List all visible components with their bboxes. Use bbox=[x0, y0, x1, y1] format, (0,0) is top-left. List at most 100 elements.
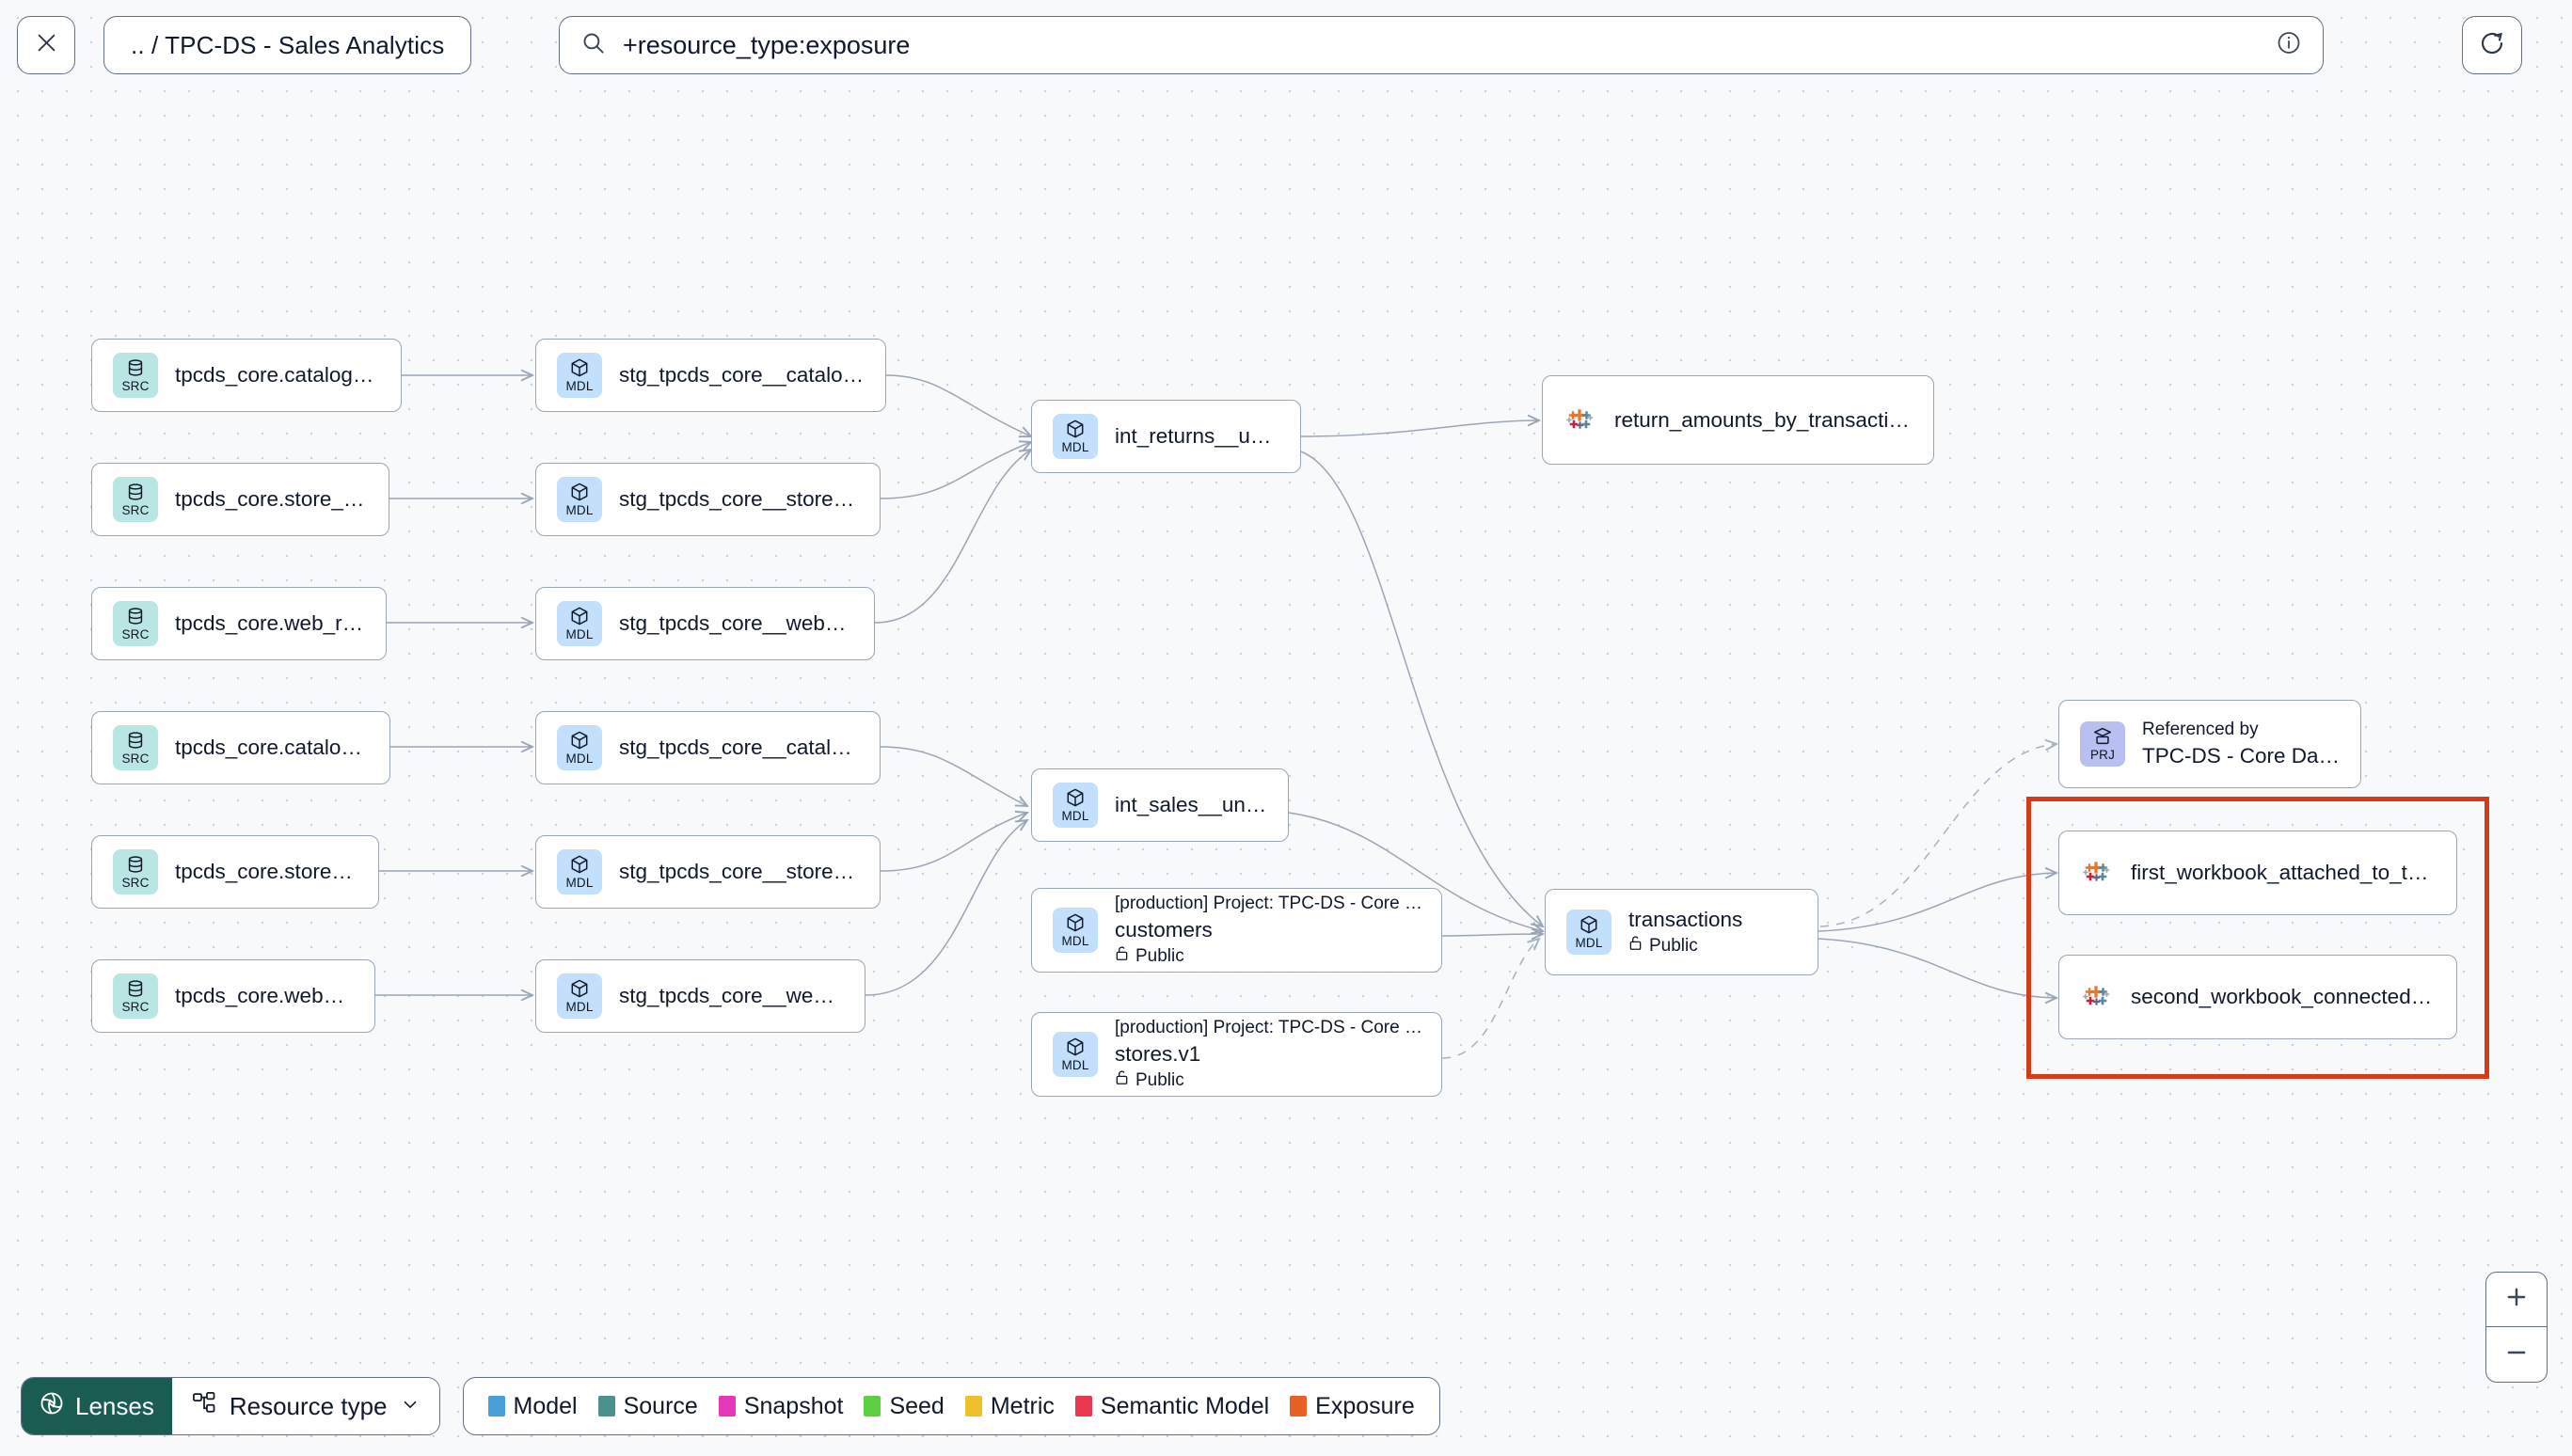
refresh-button[interactable] bbox=[2462, 16, 2522, 74]
node-title: tpcds_core.catalog_returns bbox=[175, 363, 382, 387]
node-stg-catalog-sales[interactable]: MDL stg_tpcds_core__catalog_sales bbox=[535, 711, 881, 784]
node-stg-store-sales[interactable]: MDL stg_tpcds_core__store_sales bbox=[535, 835, 881, 909]
badge-label: MDL bbox=[565, 503, 594, 518]
badge-label: PRJ bbox=[2089, 748, 2116, 763]
node-title: first_workbook_attached_to_tpc-ds_-_… bbox=[2131, 861, 2437, 884]
node-referenced-by-label: Referenced by bbox=[2142, 720, 2259, 739]
breadcrumb[interactable]: .. / TPC-DS - Sales Analytics bbox=[103, 16, 472, 74]
badge-label: MDL bbox=[1061, 809, 1089, 824]
legend-label: Seed bbox=[889, 1392, 945, 1419]
search-input[interactable]: +resource_type:exposure bbox=[623, 30, 911, 59]
resource-type-dropdown[interactable]: Resource type bbox=[171, 1378, 439, 1434]
model-badge: MDL bbox=[557, 477, 602, 522]
zoom-in-button[interactable] bbox=[2486, 1273, 2547, 1327]
exposure-highlight-box bbox=[2026, 797, 2489, 1079]
zoom-controls bbox=[2485, 1272, 2548, 1383]
badge-label: MDL bbox=[1061, 440, 1089, 455]
legend-item-source[interactable]: Source bbox=[597, 1392, 698, 1420]
source-badge: SRC bbox=[113, 849, 158, 894]
node-int-sales-unioned[interactable]: MDL int_sales__unioned bbox=[1031, 768, 1289, 842]
badge-label: SRC bbox=[121, 1000, 150, 1015]
legend-item-exposure[interactable]: Exposure bbox=[1290, 1393, 1415, 1420]
node-access: Public bbox=[1628, 935, 1742, 957]
refresh-icon bbox=[2478, 29, 2506, 62]
badge-label: MDL bbox=[1061, 934, 1089, 949]
legend-swatch bbox=[487, 1396, 505, 1416]
model-badge: MDL bbox=[557, 725, 602, 770]
badge-label: SRC bbox=[121, 503, 150, 518]
badge-label: MDL bbox=[1575, 936, 1603, 951]
bottom-controls: Lenses Resource type Model bbox=[21, 1377, 1440, 1435]
node-src-store-returns[interactable]: SRC tpcds_core.store_returns bbox=[91, 463, 389, 536]
zoom-out-button[interactable] bbox=[2486, 1327, 2547, 1382]
node-title: tpcds_core.store_returns bbox=[175, 487, 370, 511]
node-title: int_returns__unioned bbox=[1115, 424, 1281, 448]
resource-type-icon bbox=[191, 1390, 217, 1423]
model-badge: MDL bbox=[557, 353, 602, 398]
node-stg-store-returns[interactable]: MDL stg_tpcds_core__store_returns bbox=[535, 463, 881, 536]
close-button[interactable] bbox=[17, 16, 75, 74]
node-int-returns-unioned[interactable]: MDL int_returns__unioned bbox=[1031, 400, 1301, 473]
source-badge: SRC bbox=[113, 353, 158, 398]
legend-label: Source bbox=[623, 1392, 698, 1419]
legend-item-model[interactable]: Model bbox=[487, 1393, 578, 1420]
node-stg-catalog-returns[interactable]: MDL stg_tpcds_core__catalog_returns bbox=[535, 339, 886, 412]
unlock-icon bbox=[1115, 945, 1129, 967]
minus-icon bbox=[2503, 1339, 2530, 1370]
badge-label: MDL bbox=[1061, 1058, 1089, 1073]
node-src-catalog-sales[interactable]: SRC tpcds_core.catalog_sales bbox=[91, 711, 390, 784]
resource-type-legend: Model Source Snapshot Seed Metric Semant… bbox=[462, 1377, 1440, 1435]
node-src-web-returns[interactable]: SRC tpcds_core.web_returns bbox=[91, 587, 387, 660]
node-customers[interactable]: MDL [production] Project: TPC-DS - Core … bbox=[1031, 888, 1442, 973]
node-title: transactions bbox=[1628, 908, 1743, 931]
search-bar[interactable]: +resource_type:exposure bbox=[559, 16, 2324, 74]
node-src-catalog-returns[interactable]: SRC tpcds_core.catalog_returns bbox=[91, 339, 402, 412]
node-second-workbook-exposure[interactable]: second_workbook_connected_to_live… bbox=[2058, 955, 2457, 1039]
lenses-label: Lenses bbox=[75, 1391, 154, 1420]
source-badge: SRC bbox=[113, 601, 158, 646]
badge-label: MDL bbox=[565, 1000, 594, 1015]
legend-item-semantic-model[interactable]: Semantic Model bbox=[1074, 1393, 1269, 1420]
node-title: tpcds_core.web_returns bbox=[175, 611, 367, 635]
tableau-icon bbox=[1564, 404, 1597, 437]
tableau-icon bbox=[2080, 856, 2114, 890]
node-stg-web-returns[interactable]: MDL stg_tpcds_core__web_returns bbox=[535, 587, 875, 660]
top-toolbar: .. / TPC-DS - Sales Analytics +resource_… bbox=[0, 0, 2572, 113]
node-access: Public bbox=[1115, 1069, 1422, 1091]
legend-swatch bbox=[597, 1396, 615, 1416]
node-title: stg_tpcds_core__catalog_returns bbox=[619, 363, 866, 387]
legend-item-seed[interactable]: Seed bbox=[864, 1392, 945, 1420]
node-title: second_workbook_connected_to_live… bbox=[2131, 985, 2437, 1008]
node-first-workbook-exposure[interactable]: first_workbook_attached_to_tpc-ds_-_… bbox=[2058, 831, 2457, 915]
legend-item-snapshot[interactable]: Snapshot bbox=[718, 1393, 843, 1420]
node-project-kicker: [production] Project: TPC-DS - Core Data… bbox=[1115, 1018, 1422, 1037]
node-project-referenced-by[interactable]: PRJ Referenced by TPC-DS - Core Data Mod… bbox=[2058, 700, 2361, 788]
lenses-button[interactable]: Lenses bbox=[22, 1378, 172, 1434]
node-stg-web-sales[interactable]: MDL stg_tpcds_core__web_sales bbox=[535, 959, 865, 1033]
lens-icon bbox=[39, 1390, 65, 1423]
access-label: Public bbox=[1135, 1069, 1184, 1090]
model-badge: MDL bbox=[1566, 910, 1611, 955]
node-return-amounts-exposure[interactable]: return_amounts_by_transaction_type bbox=[1542, 375, 1934, 465]
node-title: TPC-DS - Core Data Models bbox=[2142, 744, 2342, 768]
search-icon bbox=[580, 30, 606, 60]
legend-swatch bbox=[964, 1396, 982, 1416]
node-stores-v1[interactable]: MDL [production] Project: TPC-DS - Core … bbox=[1031, 1012, 1442, 1097]
info-icon[interactable] bbox=[2276, 30, 2302, 61]
node-title: tpcds_core.catalog_sales bbox=[175, 736, 371, 759]
node-title: stg_tpcds_core__web_sales bbox=[619, 984, 846, 1007]
node-src-web-sales[interactable]: SRC tpcds_core.web_sales bbox=[91, 959, 375, 1033]
node-title: return_amounts_by_transaction_type bbox=[1614, 407, 1914, 432]
legend-swatch bbox=[718, 1396, 736, 1416]
model-badge: MDL bbox=[557, 973, 602, 1019]
node-transactions[interactable]: MDL transactions Public bbox=[1545, 889, 1818, 975]
source-badge: SRC bbox=[113, 973, 158, 1019]
legend-item-metric[interactable]: Metric bbox=[964, 1393, 1055, 1420]
lens-control-group: Lenses Resource type bbox=[21, 1377, 440, 1435]
node-src-store-sales[interactable]: SRC tpcds_core.store_sales bbox=[91, 835, 379, 909]
node-title: int_sales__unioned bbox=[1115, 793, 1269, 816]
node-title: stg_tpcds_core__web_returns bbox=[619, 611, 855, 635]
node-project-kicker: [production] Project: TPC-DS - Core Data… bbox=[1115, 894, 1422, 913]
project-badge: PRJ bbox=[2080, 721, 2125, 767]
